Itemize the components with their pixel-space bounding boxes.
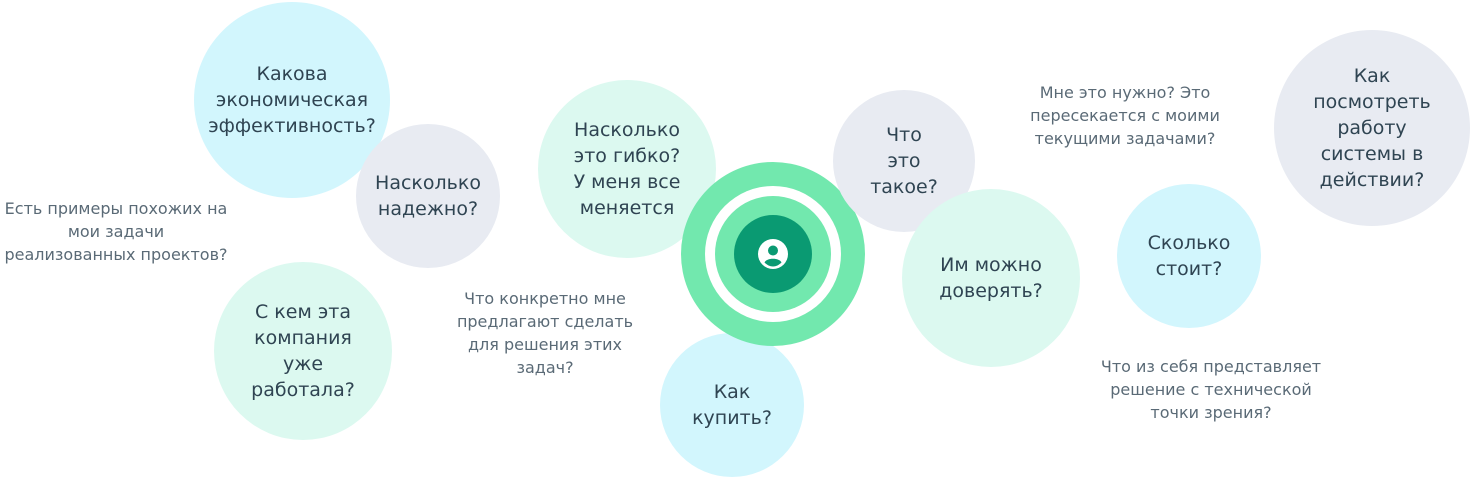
question-concrete-text: Что конкретно мне предлагают сделать для… <box>456 289 634 377</box>
question-demo-bubble: Как посмотреть работу системы в действии… <box>1274 30 1470 226</box>
question-trust-bubble: Им можно доверять? <box>902 189 1080 367</box>
question-price-text: Сколько стоит? <box>1147 232 1231 280</box>
question-clients-bubble: С кем эта компания уже работала? <box>214 262 392 440</box>
question-demo-text: Как посмотреть работу системы в действии… <box>1313 65 1431 191</box>
question-what-text: Что это такое? <box>870 124 938 198</box>
question-flexible-bubble: Насколько это гибко? У меня все меняется <box>538 80 716 258</box>
question-tech-text: Что из себя представляет решение с техни… <box>1100 357 1322 422</box>
question-clients-text: С кем эта компания уже работала? <box>251 301 355 401</box>
question-flexible-text: Насколько это гибко? У меня все меняется <box>573 119 681 219</box>
question-reliable-bubble: Насколько надежно? <box>356 124 500 268</box>
question-buy-text: Как купить? <box>692 381 772 429</box>
question-need-text: Мне это нужно? Это пересекается с моими … <box>1030 83 1220 148</box>
question-economic-text: Какова экономическая эффективность? <box>208 63 376 137</box>
question-price-bubble: Сколько стоит? <box>1117 184 1261 328</box>
user-icon <box>758 239 788 269</box>
question-economic-bubble: Какова экономическая эффективность? <box>194 2 390 198</box>
question-reliable-text: Насколько надежно? <box>375 172 481 220</box>
question-examples-text: Есть примеры похожих на мои задачи реали… <box>4 199 228 264</box>
question-trust-text: Им можно доверять? <box>939 254 1043 302</box>
question-buy-bubble: Как купить? <box>660 333 804 477</box>
center-user-badge <box>734 215 812 293</box>
